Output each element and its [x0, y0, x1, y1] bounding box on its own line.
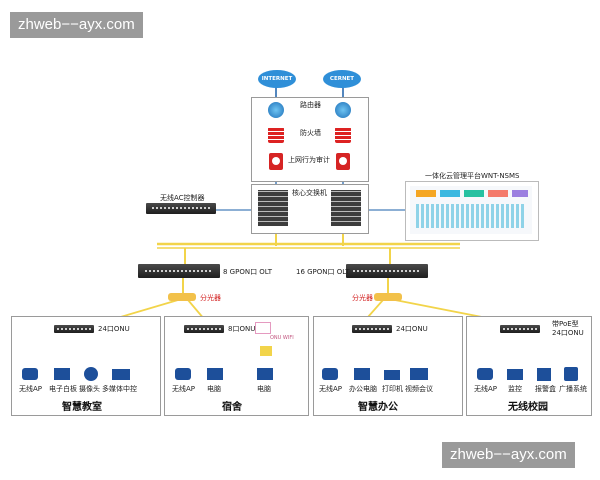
router-icon: [335, 102, 351, 118]
platform-bars: [416, 204, 526, 228]
internet-label: INTERNET: [261, 76, 293, 82]
router-label: 路由器: [300, 101, 321, 109]
onu-icon: [184, 325, 224, 333]
audit-label: 上网行为审计: [288, 156, 330, 164]
onu-icon: [54, 325, 94, 333]
device-label: 多媒体中控: [102, 385, 137, 393]
surveillance-icon: [507, 369, 523, 380]
broadcast-icon: [564, 367, 578, 381]
cernet-cloud-icon: CERNET: [323, 70, 361, 88]
audit-icon: [269, 153, 283, 170]
device-label: 摄像头: [79, 385, 100, 393]
onu-label: 带PoE型 24口ONU: [552, 320, 584, 337]
wireless-ap-icon: [22, 368, 38, 380]
device-label: 电子白板: [49, 385, 77, 393]
platform-tile: [464, 190, 484, 197]
zone-title: 宿舍: [222, 402, 242, 413]
firewall-icon: [335, 127, 351, 143]
device-label: 报警盒: [535, 385, 556, 393]
ac-controller-icon: [146, 203, 216, 214]
whiteboard-icon: [54, 368, 70, 380]
laptop-icon: [257, 368, 273, 380]
device-label: 无线AP: [172, 385, 196, 393]
platform-tile: [440, 190, 460, 197]
onu-wifi-label: ONU WIFI: [270, 335, 294, 341]
device-label: 打印机: [382, 385, 403, 393]
platform-screenshot: [410, 186, 532, 234]
audit-icon: [336, 153, 350, 170]
olt-8-icon: [138, 264, 220, 278]
onu-label: 24口ONU: [396, 325, 428, 333]
router-icon: [268, 102, 284, 118]
wireless-ap-icon: [175, 368, 191, 380]
device-label: 监控: [508, 385, 522, 393]
video-conference-icon: [410, 368, 428, 380]
splitter-icon: [374, 293, 402, 301]
ac-controller-label: 无线AC控制器: [160, 194, 205, 202]
core-switch-icon: [258, 190, 288, 226]
watermark-top: zhweb−−ayx.com: [10, 12, 143, 38]
core-switch-label: 核心交换机: [292, 189, 327, 197]
internet-cloud-icon: INTERNET: [258, 70, 296, 88]
platform-tile: [512, 190, 528, 197]
watermark-bottom: zhweb−−ayx.com: [442, 442, 575, 468]
splitter-label: 分光器: [200, 294, 221, 302]
olt-8-label: 8 GPON口 OLT: [223, 268, 273, 276]
platform-tile: [416, 190, 436, 197]
router-chip-icon: [260, 346, 272, 356]
laptop-icon: [207, 368, 223, 380]
zone-title: 无线校园: [508, 402, 548, 413]
platform-tile: [488, 190, 508, 197]
wireless-ap-icon: [477, 368, 493, 380]
device-label: 电脑: [207, 385, 221, 393]
device-label: 办公电脑: [349, 385, 377, 393]
device-label: 广播系统: [559, 385, 587, 393]
zone-title: 智慧办公: [358, 402, 398, 413]
zone-title: 智慧教室: [62, 402, 102, 413]
onu-label: 8口ONU: [228, 325, 256, 333]
cloud-platform-title: 一体化云管理平台WNT-NSMS: [425, 172, 520, 180]
device-label: 无线AP: [474, 385, 498, 393]
onu-label: 24口ONU: [98, 325, 130, 333]
device-label: 电脑: [257, 385, 271, 393]
core-switch-icon: [331, 190, 361, 226]
firewall-label: 防火墙: [300, 129, 321, 137]
camera-icon: [84, 367, 98, 381]
onu-icon: [352, 325, 392, 333]
alarm-box-icon: [537, 368, 551, 381]
onu-wifi-icon: [255, 322, 271, 334]
splitter-icon: [168, 293, 196, 301]
device-label: 视频会议: [405, 385, 433, 393]
olt-16-icon: [346, 264, 428, 278]
device-label: 无线AP: [19, 385, 43, 393]
firewall-icon: [268, 127, 284, 143]
splitter-label: 分光器: [352, 294, 373, 302]
olt-16-label: 16 GPON口 OLT: [296, 268, 350, 276]
printer-icon: [384, 370, 400, 380]
office-pc-icon: [354, 368, 370, 380]
multimedia-controller-icon: [112, 369, 130, 380]
wireless-ap-icon: [322, 368, 338, 380]
cernet-label: CERNET: [329, 76, 355, 82]
onu-icon: [500, 325, 540, 333]
device-label: 无线AP: [319, 385, 343, 393]
